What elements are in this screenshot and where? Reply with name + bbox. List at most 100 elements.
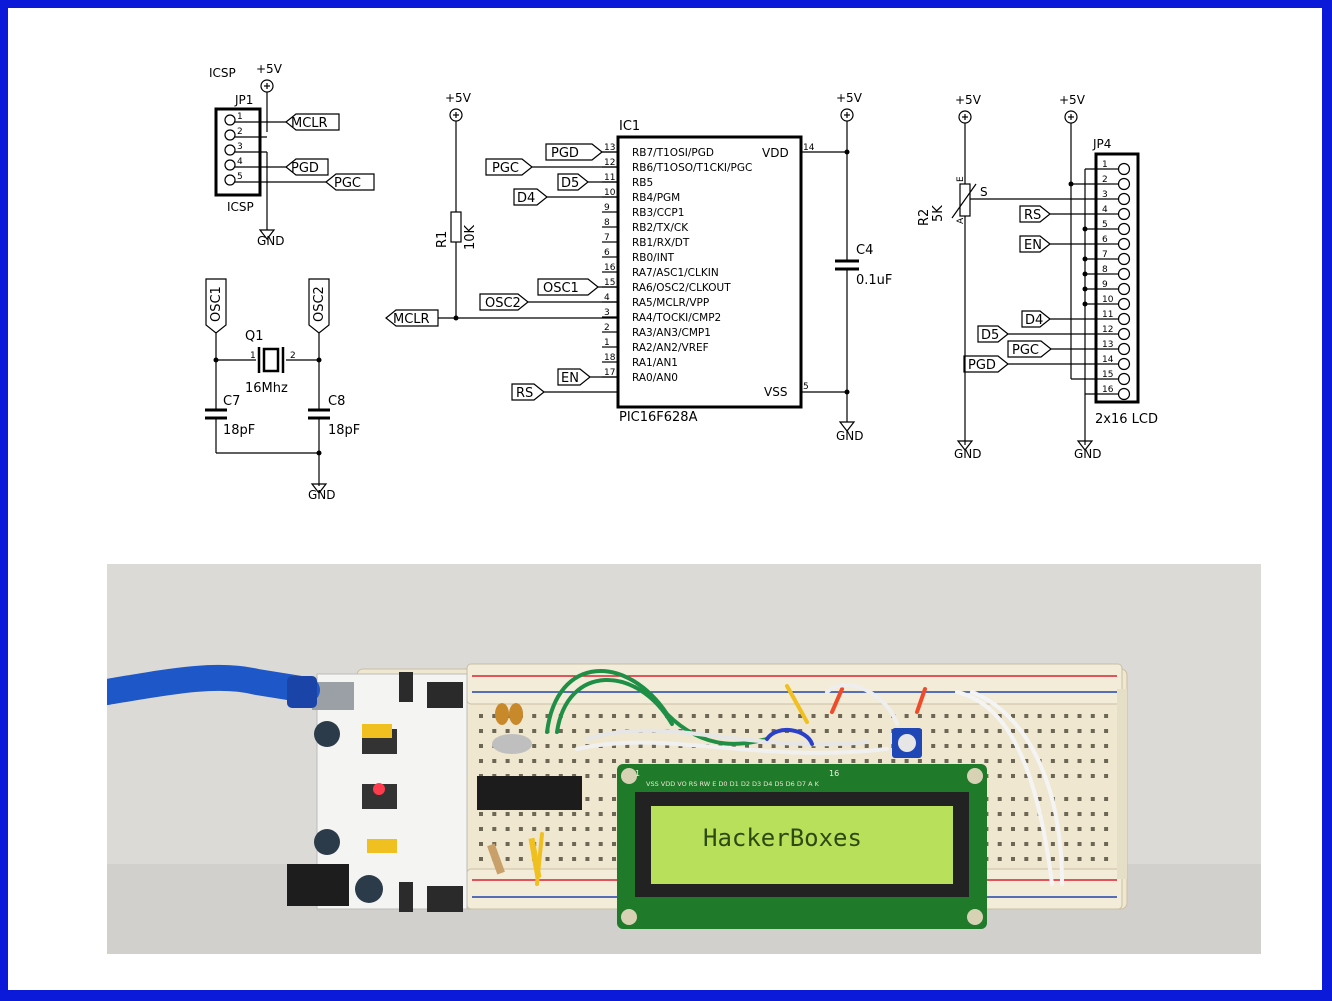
svg-text:EN: EN <box>1024 238 1042 253</box>
cap-c7-ref: C7 <box>223 394 240 409</box>
mcu-pin-number: 12 <box>604 158 615 168</box>
mcu-pin-name: RA5/MCLR/VPP <box>632 297 709 309</box>
cap-c4-ref: C4 <box>856 243 873 258</box>
mcu-pin-name: RA3/AN3/CMP1 <box>632 327 711 339</box>
mcu-vss-label: VSS <box>764 385 787 399</box>
lcd-pin-number: 15 <box>1102 370 1113 380</box>
lcd-supply-right-label: +5V <box>1059 93 1086 107</box>
lcd-pin-number: 1 <box>1102 160 1108 170</box>
mcu-pin-number: 9 <box>604 203 610 213</box>
lcd-ground-right-label: GND <box>1074 447 1102 461</box>
svg-text:PGD: PGD <box>968 358 996 373</box>
mcu-part: PIC16F628A <box>619 410 698 425</box>
lcd-header-pin <box>1117 267 1131 281</box>
power-led <box>373 783 385 795</box>
svg-text:D4: D4 <box>517 191 535 206</box>
svg-text:OSC1: OSC1 <box>543 281 579 296</box>
svg-text:14: 14 <box>803 143 815 153</box>
mcu-pin-number: 8 <box>604 218 610 228</box>
crystal-block: OSC1 OSC2 Q1 1 2 16Mhz C7 18pF C8 18pF G… <box>205 278 360 502</box>
svg-text:A: A <box>956 217 966 224</box>
crystal-ref: Q1 <box>245 329 264 344</box>
mcu-pin-number: 13 <box>604 143 615 153</box>
mcu-pin-number: 7 <box>604 233 610 243</box>
mcu-r1-supply: +5V <box>445 91 472 105</box>
svg-text:5: 5 <box>803 382 809 392</box>
lcd-header-pin <box>1117 252 1131 266</box>
mcu-vdd-supply: +5V <box>836 91 863 105</box>
jumper-wires <box>535 669 1064 886</box>
lcd-header-pin <box>1117 372 1131 386</box>
lcd-header-pin <box>1117 222 1131 236</box>
icsp-title-bottom: ICSP <box>227 200 254 214</box>
svg-text:PGC: PGC <box>492 161 519 176</box>
lcd-pin-last: 16 <box>829 769 839 778</box>
lcd-header-pin <box>1117 327 1131 341</box>
svg-text:4: 4 <box>237 157 243 167</box>
svg-text:RS: RS <box>516 386 533 401</box>
lcd-header-pin <box>1117 192 1131 206</box>
net-osc1-flag: OSC1 <box>209 286 224 322</box>
icsp-title-top: ICSP <box>209 66 236 80</box>
mcu-pin-name: RA0/AN0 <box>632 372 678 384</box>
svg-text:1: 1 <box>237 112 243 122</box>
usb-cable <box>107 664 320 708</box>
resistor-r1-symbol <box>450 211 462 243</box>
mcu-pin-name: RB6/T1OSO/T1CKI/PGC <box>632 162 752 174</box>
lcd-block: +5V S E A R2 5K GND +5V GND JP4 2x16 LCD… <box>917 93 1158 461</box>
lcd-display-text: HackerBoxes <box>703 824 862 852</box>
mcu-pin-number: 10 <box>604 188 616 198</box>
cap-c4-val: 0.1uF <box>856 273 892 288</box>
svg-text:5: 5 <box>237 172 243 182</box>
mcu-pin-number: 1 <box>604 338 610 348</box>
mcu-pin-number: 2 <box>604 323 610 333</box>
mcu-pin-name: RB2/TX/CK <box>632 222 689 234</box>
lcd-header-pin <box>1117 177 1131 191</box>
pic-chip <box>477 776 582 810</box>
lcd-header-pin <box>1117 297 1131 311</box>
crystal-q1-symbol <box>262 347 280 373</box>
svg-text:RS: RS <box>1024 208 1041 223</box>
lcd-jp4-ref: JP4 <box>1092 137 1111 151</box>
mcu-pin-name: RA7/ASC1/CLKIN <box>632 267 719 279</box>
resistor-r1-ref: R1 <box>435 231 450 248</box>
lcd-pin-number: 11 <box>1102 310 1113 320</box>
mcu-pin-name: RB3/CCP1 <box>632 207 684 219</box>
lcd-pin-number: 12 <box>1102 325 1113 335</box>
lcd-pin-first: 1 <box>635 769 640 778</box>
lcd-header-pin <box>1117 282 1131 296</box>
jp1-label: JP1 <box>234 93 253 107</box>
pot-ref: R2 <box>917 209 932 226</box>
mcu-pin-name: RB0/INT <box>632 252 675 264</box>
lcd-module: HackerBoxes VSS VDD VO RS RW E D0 D1 D2 … <box>617 764 987 929</box>
lcd-header-pin <box>1117 207 1131 221</box>
mcu-pin-name: RB1/RX/DT <box>632 237 690 249</box>
pot-val: 5K <box>931 205 946 222</box>
svg-text:1: 1 <box>250 351 256 361</box>
mcu-pin-number: 15 <box>604 278 615 288</box>
lcd-pin-number: 7 <box>1102 250 1108 260</box>
mcu-pin-number: 18 <box>604 353 616 363</box>
icsp-block: ICSP JP1 +5V 1 2 3 4 5 GND ICSP MCLR PGD… <box>209 62 375 248</box>
cap-c8-ref: C8 <box>328 394 345 409</box>
icsp-net-pgd: PGD <box>291 161 319 176</box>
crystal-freq: 16Mhz <box>245 381 288 396</box>
svg-text:D5: D5 <box>981 328 999 343</box>
lcd-pin-number: 13 <box>1102 340 1113 350</box>
breadboard-photo: HackerBoxes VSS VDD VO RS RW E D0 D1 D2 … <box>107 564 1261 954</box>
lcd-pin-number: 14 <box>1102 355 1114 365</box>
lcd-pin-number: 8 <box>1102 265 1108 275</box>
lcd-pin-number: 16 <box>1102 385 1114 395</box>
svg-text:MCLR: MCLR <box>393 312 430 327</box>
icsp-ground-symbol <box>258 229 276 240</box>
resistor-r1-val: 10K <box>463 224 478 250</box>
svg-text:3: 3 <box>237 142 243 152</box>
cap-c8-val: 18pF <box>328 423 360 438</box>
svg-text:D4: D4 <box>1025 313 1043 328</box>
net-osc2-flag: OSC2 <box>312 286 327 322</box>
schematic: ICSP JP1 +5V 1 2 3 4 5 GND ICSP MCLR PGD… <box>205 62 1158 502</box>
lcd-pin-number: 2 <box>1102 175 1108 185</box>
mcu-pin-number: 11 <box>604 173 615 183</box>
